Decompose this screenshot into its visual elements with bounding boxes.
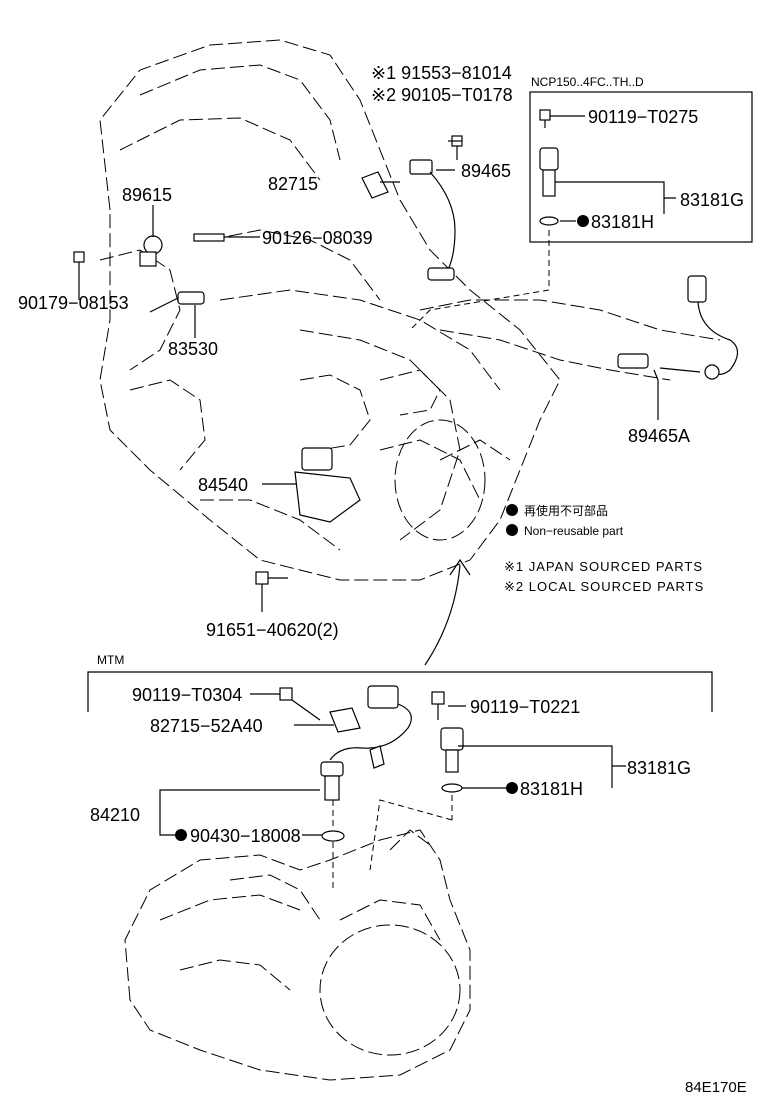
top-leader-lines [78, 140, 659, 612]
part-90126-stud [193, 233, 225, 242]
label-83181h-top: 83181H [591, 212, 654, 232]
part-91651-bolt [255, 571, 288, 585]
label-90119-t0221: 90119−T0221 [470, 697, 580, 717]
part-89465-sensor [409, 159, 456, 281]
label-89465A: 89465A [628, 426, 690, 446]
label-90430: 90430−18008 [190, 826, 301, 846]
label-90119-t0304: 90119−T0304 [132, 685, 242, 705]
label-83181g-bot: 83181G [627, 758, 691, 778]
label-82715-52a40: 82715−52A40 [150, 716, 263, 736]
label-90126: 90126−08039 [262, 228, 373, 248]
assembly-arrow [424, 558, 471, 666]
label-84540: 84540 [198, 475, 248, 495]
label-84210: 84210 [90, 805, 140, 825]
part-89465A-sensor [617, 275, 739, 380]
label-89615: 89615 [122, 185, 172, 205]
legend: 再使用不可部品 Non−reusable part ※1 JAPAN SOURC… [504, 503, 704, 594]
legend-non-reusable-jp: 再使用不可部品 [524, 503, 608, 518]
legend-note-1: ※1 JAPAN SOURCED PARTS [504, 559, 703, 574]
label-89465: 89465 [461, 161, 511, 181]
mtm-title: MTM [97, 653, 124, 667]
label-82715: 82715 [268, 174, 318, 194]
label-91651: 91651−40620(2) [206, 620, 339, 640]
engine-assembly-drawing [99, 39, 721, 581]
label-83181h-bot: 83181H [520, 779, 583, 799]
label-90179: 90179−08153 [18, 293, 129, 313]
mtm-transmission-drawing [124, 829, 471, 1081]
label-91553: ※1 91553−81014 [371, 63, 512, 83]
legend-non-reusable-en: Non−reusable part [524, 524, 624, 538]
label-90105: ※2 90105−T0178 [371, 85, 513, 105]
mtm-frame [87, 671, 713, 712]
label-83181g-top: 83181G [680, 190, 744, 210]
ncp-box-title: NCP150..4FC..TH..D [531, 75, 644, 89]
part-90179-bolt [73, 251, 85, 290]
ncp-detail-box [409, 91, 753, 331]
part-82715-bracket [361, 171, 389, 199]
legend-note-2: ※2 LOCAL SOURCED PARTS [504, 579, 704, 594]
label-83530: 83530 [168, 339, 218, 359]
part-91553-bolt [451, 135, 463, 160]
mtm-parts [159, 685, 626, 890]
diagram-id: 84E170E [685, 1079, 747, 1096]
label-90119-t0275: 90119−T0275 [588, 107, 698, 127]
part-84540-switch [294, 447, 361, 523]
part-83530-switch [177, 291, 205, 305]
part-89615-sensor [139, 235, 163, 267]
